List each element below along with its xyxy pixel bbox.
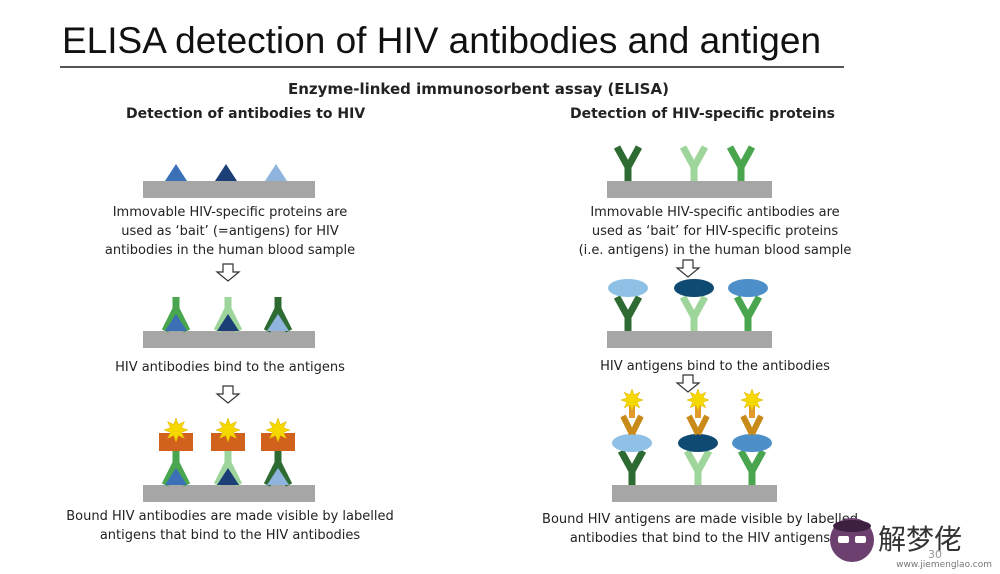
antigen-oval: [612, 434, 652, 452]
antibody-arm: [224, 307, 243, 333]
secondary-antibody-arm: [749, 414, 764, 436]
antigen-oval: [674, 279, 714, 297]
diagram-subtitle: Enzyme-linked immunosorbent assay (ELISA…: [288, 80, 669, 98]
antibody-arm: [172, 461, 191, 487]
antibody-arm: [274, 307, 293, 333]
antigen-oval: [732, 434, 772, 452]
right-step3-caption: Bound HIV antigens are made visible by l…: [510, 510, 890, 548]
down-arrow: [215, 263, 241, 282]
antibody-arm: [172, 307, 191, 333]
watermark-logo-glasses: [855, 536, 866, 543]
label-star: [620, 388, 644, 412]
antibody-arm: [737, 145, 756, 169]
caption-line: antibodies in the human blood sample: [104, 243, 356, 258]
right-step1-caption: Immovable HIV-specific antibodies are us…: [565, 203, 865, 260]
antigen-triangle: [267, 468, 289, 485]
antigen-triangle: [165, 314, 187, 331]
plate-bar: [607, 331, 772, 348]
slide-title: ELISA detection of HIV antibodies and an…: [62, 20, 822, 61]
antibody-arm: [628, 449, 647, 473]
antigen-triangle: [165, 164, 187, 181]
watermark-brand: 解梦佬: [878, 523, 963, 556]
plate-bar: [143, 331, 315, 348]
caption-line: Immovable HIV-specific proteins are: [112, 205, 348, 220]
antigen-triangle: [217, 468, 239, 485]
antibody-arm: [744, 295, 763, 319]
down-arrow: [675, 259, 701, 278]
caption-line: antibodies that bind to the HIV antigens: [569, 531, 831, 546]
antigen-triangle: [265, 164, 287, 181]
antibody-arm: [690, 145, 709, 169]
label-star: [265, 417, 291, 443]
caption-line: HIV antibodies bind to the antigens: [115, 360, 345, 375]
antibody-arm: [624, 295, 643, 319]
down-arrow: [675, 374, 701, 393]
antibody-arm: [224, 461, 243, 487]
antigen-oval: [728, 279, 768, 297]
caption-line: Bound HIV antigens are made visible by l…: [542, 512, 858, 527]
right-panel-heading: Detection of HIV-specific proteins: [570, 106, 836, 122]
watermark-logo-hat: [833, 520, 871, 532]
antibody-arm: [624, 145, 643, 169]
caption-line: antigens that bind to the HIV antibodies: [99, 528, 361, 543]
antigen-triangle: [217, 314, 239, 331]
caption-line: Immovable HIV-specific antibodies are: [590, 205, 840, 220]
title-underline: [60, 66, 844, 68]
antigen-oval: [608, 279, 648, 297]
secondary-antibody-arm: [695, 414, 710, 436]
caption-line: HIV antigens bind to the antibodies: [600, 359, 830, 374]
caption-line: used as ‘bait’ for HIV-specific proteins: [591, 224, 839, 239]
right-step2-caption: HIV antigens bind to the antibodies: [565, 357, 865, 376]
down-arrow: [215, 385, 241, 404]
plate-bar: [143, 181, 315, 198]
left-panel-heading: Detection of antibodies to HIV: [126, 106, 366, 122]
caption-line: Bound HIV antibodies are made visible by…: [66, 509, 394, 524]
left-step1-caption: Immovable HIV-specific proteins are used…: [90, 203, 370, 260]
antigen-triangle: [165, 468, 187, 485]
label-star: [163, 417, 189, 443]
plate-bar: [143, 485, 315, 502]
caption-line: used as ‘bait’ (=antigens) for HIV: [121, 224, 339, 239]
antibody-arm: [690, 295, 709, 319]
label-star: [740, 388, 764, 412]
antibody-arm: [274, 461, 293, 487]
antigen-oval: [678, 434, 718, 452]
label-star: [215, 417, 241, 443]
antigen-triangle: [267, 314, 289, 331]
left-step3-caption: Bound HIV antibodies are made visible by…: [40, 507, 420, 545]
plate-bar: [612, 485, 777, 502]
secondary-antibody-arm: [629, 414, 644, 436]
antibody-arm: [748, 449, 767, 473]
left-step2-caption: HIV antibodies bind to the antigens: [90, 358, 370, 377]
antibody-arm: [694, 449, 713, 473]
antigen-triangle: [215, 164, 237, 181]
caption-line: (i.e. antigens) in the human blood sampl…: [578, 243, 852, 258]
page-number: 30: [928, 548, 942, 561]
watermark-logo-glasses: [838, 536, 849, 543]
watermark-url: www.jiemenglao.com: [896, 560, 992, 570]
plate-bar: [607, 181, 772, 198]
label-star: [686, 388, 710, 412]
